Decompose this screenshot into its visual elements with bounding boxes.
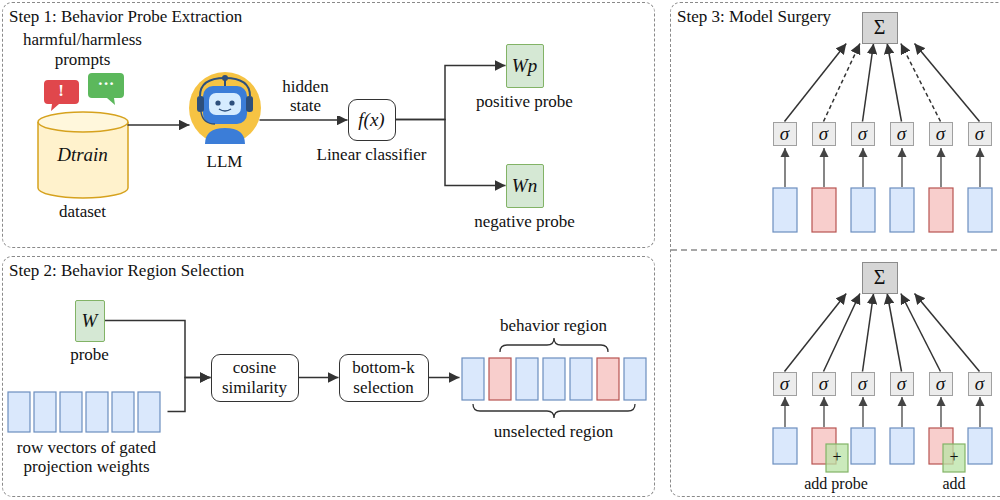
- node-text: Σ: [874, 16, 886, 39]
- node-text: Wp: [512, 55, 537, 77]
- sum-node: Σ: [862, 12, 898, 44]
- region-vectors: behavior regionunselected region: [460, 357, 648, 401]
- node-text: bottom-k selection: [344, 358, 424, 397]
- operation-caption: add probe: [790, 475, 882, 493]
- input-arrows: [785, 148, 980, 187]
- activation-node: σ: [773, 122, 797, 146]
- activation-node: σ: [851, 372, 875, 396]
- prompt-caption: harmful/harmless prompts: [15, 30, 150, 69]
- activation-node: σ: [968, 122, 992, 146]
- dataset-cylinder: Dtraindataset: [38, 122, 128, 188]
- chat-bubble: [88, 73, 124, 105]
- node-text: Dtrain: [57, 144, 108, 166]
- connector-arrow: [915, 294, 980, 372]
- connector-arrow: [824, 44, 860, 122]
- node-text: σ: [975, 123, 984, 145]
- activation-node: σ: [929, 372, 953, 396]
- region-vectors: [462, 358, 646, 400]
- node-caption: row vectors of gated projection weights: [6, 438, 168, 477]
- node-text: σ: [780, 123, 789, 145]
- node-caption: LLM: [207, 152, 243, 172]
- connector-arrow: [105, 321, 211, 378]
- dataset-cylinder: [38, 112, 128, 198]
- activation-node: σ: [851, 122, 875, 146]
- activation-node: σ: [890, 122, 914, 146]
- node-caption: dataset: [59, 202, 106, 222]
- panel-title: Step 2: Behavior Region Selection: [9, 261, 244, 281]
- node-caption: positive probe: [476, 92, 573, 112]
- divider: [671, 249, 1000, 251]
- connector-arrow: [824, 294, 860, 372]
- activation-node: σ: [812, 372, 836, 396]
- activation-node: σ: [773, 372, 797, 396]
- plus-sign: +: [827, 448, 847, 466]
- node-text: cosine similarity: [216, 358, 294, 397]
- node-caption: Linear classifier: [317, 145, 427, 165]
- node-text: Wn: [512, 175, 537, 197]
- connector-arrow: [785, 294, 847, 372]
- brace: [500, 338, 608, 352]
- process-box: cosine similarity: [211, 354, 299, 402]
- robot-icon: [189, 72, 261, 144]
- step-panel: ΣσσσσσσΣσσσσσσStep 3: Model Surgery: [670, 2, 1000, 497]
- process-box: bottom-k selection: [339, 354, 429, 402]
- node-text: σ: [897, 123, 906, 145]
- weight-rows: row vectors of gated projection weights: [6, 392, 168, 432]
- node-caption: negative probe: [474, 212, 575, 232]
- bubble-symbol: !: [51, 81, 71, 101]
- llm-icon: LLM: [190, 72, 260, 146]
- node-text: σ: [819, 373, 828, 395]
- node-text: σ: [897, 373, 906, 395]
- connector-arrow: [915, 44, 980, 122]
- node-text: f(x): [358, 109, 384, 131]
- sum-node: Σ: [862, 262, 898, 294]
- probe-vector: Wppositive probe: [506, 44, 544, 88]
- node-caption: probe: [70, 345, 109, 365]
- neuron-weights: [773, 188, 992, 232]
- connector-arrow: [887, 294, 901, 372]
- activation-node: σ: [812, 122, 836, 146]
- weight-row-vectors: [8, 392, 160, 432]
- node-text: σ: [780, 373, 789, 395]
- probe-overlay: [826, 444, 965, 472]
- classifier-box: f(x)Linear classifier: [348, 99, 396, 141]
- node-text: σ: [975, 373, 984, 395]
- connector-arrow: [863, 44, 874, 122]
- activation-node: σ: [890, 372, 914, 396]
- connector-arrow: [299, 377, 339, 379]
- connector-arrow: [429, 377, 460, 379]
- operation-caption: add: [932, 475, 976, 493]
- connector-arrow: [863, 294, 874, 372]
- activation-node: σ: [929, 122, 953, 146]
- connector-arrow: [168, 378, 211, 412]
- connector-arrow: [128, 124, 190, 126]
- node-text: σ: [858, 123, 867, 145]
- connector-arrow: [901, 44, 941, 122]
- input-arrows: [785, 397, 980, 427]
- bubble-symbol: ···: [91, 74, 121, 94]
- plus-sign: +: [944, 448, 964, 466]
- brace: [473, 404, 635, 418]
- edge-label: hidden state: [269, 77, 343, 116]
- step-panel: Wprobe row vectors of gated projection we…: [2, 256, 655, 497]
- node-caption: behavior region: [500, 316, 607, 336]
- probe-vector: Wnnegative probe: [506, 164, 544, 208]
- connector-arrow: [901, 294, 941, 372]
- node-caption: unselected region: [494, 422, 613, 442]
- panel-title: Step 1: Behavior Probe Extraction: [9, 7, 242, 27]
- activation-node: σ: [968, 372, 992, 396]
- probe-vector: Wprobe: [75, 300, 105, 342]
- connector-arrow: [260, 119, 348, 121]
- panel-title: Step 3: Model Surgery: [677, 7, 831, 27]
- warning-bubble: [44, 80, 79, 111]
- node-text: W: [82, 310, 98, 332]
- node-text: Σ: [874, 266, 886, 289]
- node-text: σ: [819, 123, 828, 145]
- node-text: σ: [936, 123, 945, 145]
- connector-arrow: [785, 44, 847, 122]
- connector-arrow: [887, 44, 901, 122]
- node-text: σ: [858, 373, 867, 395]
- node-text: σ: [936, 373, 945, 395]
